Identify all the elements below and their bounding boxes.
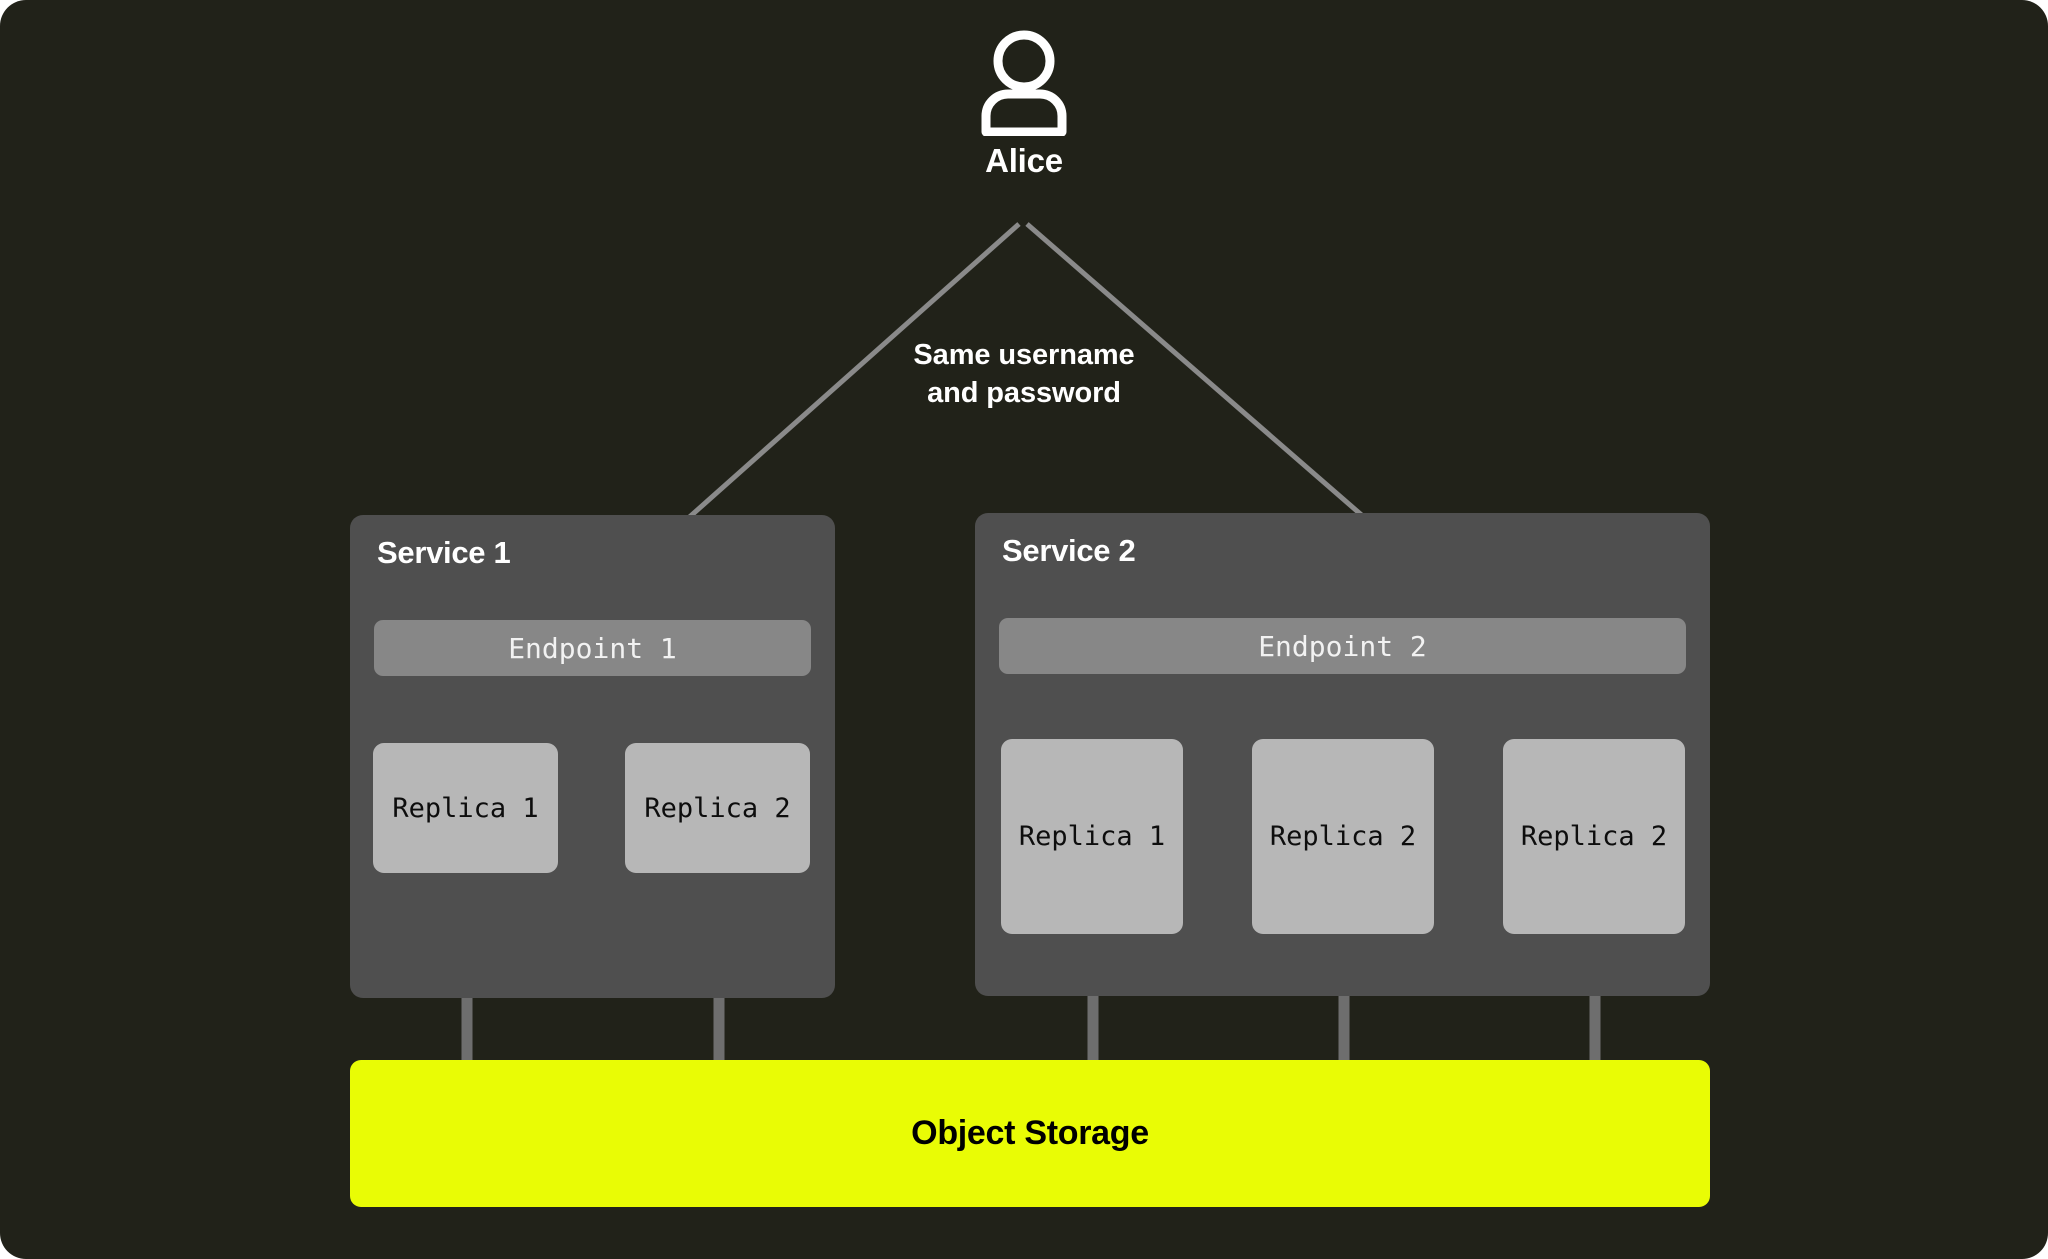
service-2-replica-3[interactable]: Replica 2	[1503, 739, 1685, 934]
user-icon	[934, 28, 1114, 137]
service-2-replica-1[interactable]: Replica 1	[1001, 739, 1183, 934]
service-2-replica-2[interactable]: Replica 2	[1252, 739, 1434, 934]
auth-caption: Same username and password	[824, 336, 1224, 413]
actor-alice: Alice	[934, 28, 1114, 180]
service-1-replica-2[interactable]: Replica 2	[625, 743, 810, 873]
auth-caption-line-1: Same username	[913, 339, 1135, 371]
service-2-title: Service 2	[1002, 533, 1136, 568]
actor-label: Alice	[985, 142, 1063, 179]
endpoint-2[interactable]: Endpoint 2	[999, 618, 1686, 674]
auth-caption-line-2: and password	[927, 377, 1121, 410]
object-storage-bar[interactable]: Object Storage	[350, 1060, 1710, 1207]
endpoint-1[interactable]: Endpoint 1	[374, 620, 811, 676]
service-panel-1[interactable]: Service 1 Endpoint 1 Replica 1 Replica 2	[350, 515, 835, 998]
service-panel-2[interactable]: Service 2 Endpoint 2 Replica 1 Replica 2…	[975, 513, 1710, 996]
service-1-replica-1[interactable]: Replica 1	[373, 743, 558, 873]
service-1-title: Service 1	[377, 535, 511, 570]
